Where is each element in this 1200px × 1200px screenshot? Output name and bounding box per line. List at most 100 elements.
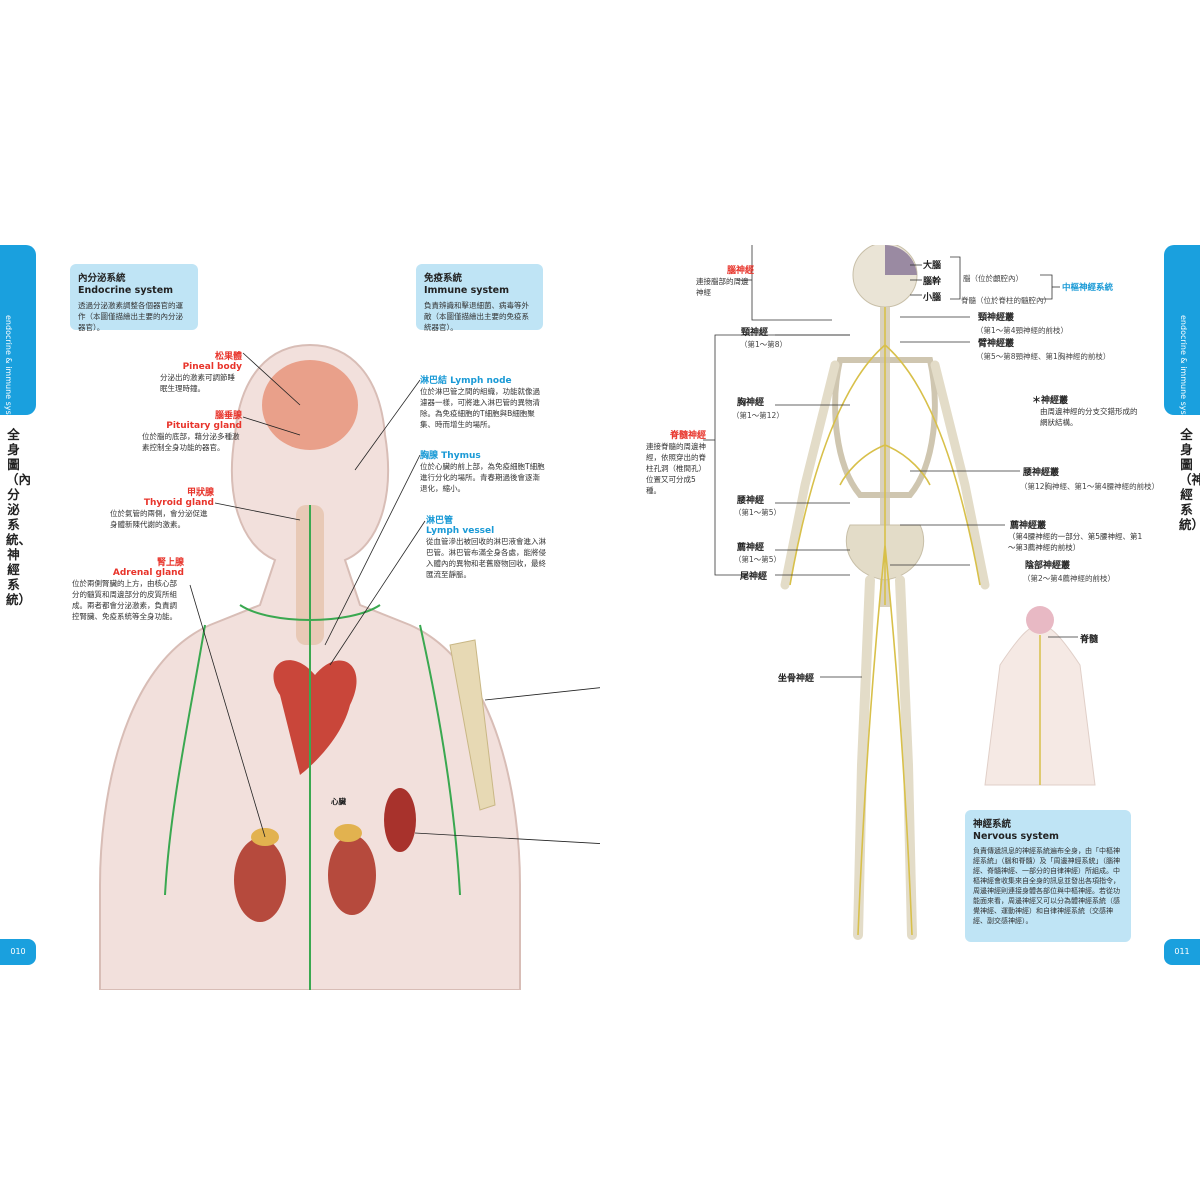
immune-system-box: 免疫系統 Immune system 負責辨識和擊退細菌、病毒等外敵（本圖僅描繪…	[416, 264, 543, 332]
immune-en: Immune system	[424, 285, 509, 296]
adrenal-desc: 位於兩側腎臟的上方，由核心部分的髓質和周邊部分的皮質所組成。兩者都會分泌激素，負…	[72, 579, 177, 621]
cervical-plexus-label: 頸神經叢	[978, 313, 1015, 323]
thymus-zh: 胸腺	[420, 451, 439, 461]
spine-shape	[880, 307, 890, 607]
sacral-nerve-label: 薦神經	[737, 543, 765, 553]
immune-zh: 免疫系統	[424, 273, 463, 284]
left-section-tab: endocrine & immune system	[0, 245, 36, 431]
lymph-vessels	[164, 505, 461, 990]
right-tab-text: endocrine & immune system	[1179, 315, 1188, 431]
pituitary-desc: 位於腦的底部，藉分泌多種激素控制全身功能的器官。	[142, 432, 240, 452]
brain-shape	[262, 360, 358, 450]
heart-shape	[273, 660, 357, 775]
lumbar-nerve-label: 腰神經	[737, 496, 765, 506]
lymph-vessel-callout: 淋巴管 Lymph vessel 從血管滲出被回收的淋巴液會進入淋巴管。淋巴管布…	[426, 513, 548, 580]
bone-marrow-text: 骨髓 Bone marrow 為骨頭內部的柔軟組織。所有的血液細胞都在這裡製造，…	[630, 675, 730, 731]
lymph-vessel-desc: 從血管滲出被回收的淋巴液會進入淋巴管。淋巴管布滿全身各處，能將侵入體內的異物和老…	[426, 537, 546, 579]
nervous-system-box: 神經系統 Nervous system 負責傳遞訊息的神經系統遍布全身，由「中樞…	[965, 810, 1131, 942]
spleen-en: Spleen	[651, 842, 686, 852]
small-figure-shape	[984, 624, 1096, 786]
left-kidney-shape	[234, 838, 286, 922]
lymph-vessel-zh: 淋巴管	[426, 516, 454, 526]
cns-label: 中樞神經系統	[1062, 283, 1114, 293]
thyroid-desc: 位於氣管的兩側，會分泌促進身體新陳代謝的激素。	[110, 509, 208, 529]
thymus-desc: 位於心臟的前上部，為免疫細胞T細胞進行分化的場所。青春期過後會逐漸退化，縮小。	[420, 462, 545, 493]
bone-marrow-zh: 骨髓	[630, 678, 649, 688]
thoracic-nerve-range: （第1～第12）	[732, 411, 784, 420]
brachial-plexus-desc: （第5～第8頸神經、第1胸神經的前枝）	[976, 352, 1111, 361]
pudendal-plexus-desc: （第2～第4薦神經的前枝）	[1023, 574, 1116, 583]
sacral-nerve-range: （第1～第5）	[734, 555, 782, 564]
heart-label: 心臟	[331, 797, 346, 806]
brain-section-shape	[885, 245, 917, 275]
thyroid-zh: 甲狀腺	[186, 488, 214, 498]
bone-marrow-desc: 為骨頭內部的柔軟組織。所有的血液細胞都在這裡製造，B細胞亦在此處進行分化。	[630, 699, 728, 730]
bone-marrow-en: Bone marrow	[630, 688, 698, 698]
plexus-note-title: ＊神經叢	[1032, 396, 1069, 406]
nervous-zh: 神經系統	[973, 819, 1012, 830]
thymus-callout: 胸腺 Thymus 位於心臟的前上部，為免疫細胞T細胞進行分化的場所。青春期過後…	[420, 448, 545, 494]
pineal-en: Pineal body	[182, 362, 242, 372]
leg-bones-shape	[853, 575, 917, 940]
spleen-callout: 脾臟 Spleen 具有清除老舊紅血球的功能。T細胞和B細胞會在此處聚集及增生，…	[630, 839, 748, 885]
pituitary-zh: 腦垂腺	[214, 411, 242, 421]
pituitary-callout: 腦垂腺 Pituitary gland 位於腦的底部，藉分泌多種激素控制全身功能…	[142, 408, 242, 453]
spleen-shape	[384, 788, 416, 852]
thoracic-nerve-label: 胸神經	[737, 398, 765, 408]
adrenal-zh: 腎上腺	[156, 558, 184, 568]
right-page-number: 011	[1164, 939, 1200, 965]
lymph-node-callout: 淋巴結 Lymph node 位於淋巴管之間的組織，功能就像過濾器一樣，可將進入…	[420, 373, 545, 430]
endocrine-desc: 透過分泌激素調整各個器官的運作（本圖僅描繪出主要的內分泌器官）。	[78, 301, 183, 332]
adrenal-en: Adrenal gland	[112, 568, 184, 578]
arm-bones-shape	[780, 360, 990, 590]
brainstem-label: 腦幹	[923, 277, 942, 287]
coccygeal-nerve-label: 尾神經	[740, 572, 768, 582]
nervous-en: Nervous system	[973, 831, 1059, 842]
brain-note: 腦（位於顱腔內）	[963, 274, 1023, 283]
plexus-note: ＊神經叢 由周邊神經的分支交錯形成的網狀結構。	[1032, 393, 1142, 428]
spinal-cord-label: 脊髓	[1080, 635, 1099, 645]
small-figure-brain	[1026, 606, 1054, 634]
thyroid-en: Thyroid gland	[143, 498, 214, 508]
pineal-callout: 松果體 Pineal body 分泌出的激素可調節睡眠生理時鐘。	[160, 349, 242, 394]
lumbar-plexus-desc: （第12胸神經、第1～第4腰神經的前枝）	[1020, 482, 1160, 491]
bone-shape	[449, 639, 496, 811]
lymph-vessel-en: Lymph vessel	[426, 526, 495, 536]
lumbar-nerve-range: （第1～第5）	[734, 508, 782, 517]
left-page-number: 010	[0, 939, 36, 965]
sciatic-nerve-label: 坐骨神經	[778, 674, 815, 684]
nerve-lines	[789, 307, 981, 936]
right-kidney-shape	[328, 835, 376, 915]
lymph-node-desc: 位於淋巴管之間的組織，功能就像過濾器一樣，可將進入淋巴管的異物清除。為免疫細胞的…	[420, 387, 540, 429]
plexus-note-desc: 由周邊神經的分支交錯形成的網狀結構。	[1040, 407, 1138, 427]
spleen-zh: 脾臟	[630, 842, 649, 852]
pelvis-shape	[845, 524, 925, 581]
left-page: endocrine & immune system 全身圖（內分泌系統、神經系統…	[0, 245, 600, 990]
spinal-cord-note: 脊髓（位於脊柱的髓腔內）	[961, 296, 1051, 305]
lymph-node-en: Lymph node	[450, 376, 512, 386]
skull-shape	[852, 245, 918, 308]
endocrine-system-box: 內分泌系統 Endocrine system 透過分泌激素調整各個器官的運作（本…	[70, 264, 198, 332]
spinal-nerve-desc: 連接脊髓的周邊神經，依照穿出的脊柱孔洞（椎間孔）位置又可分成5種。	[646, 442, 706, 495]
endocrine-en: Endocrine system	[78, 285, 174, 296]
brachial-plexus-label: 臂神經叢	[978, 339, 1015, 349]
cranial-nerve-zh: 腦神經	[726, 266, 754, 276]
spinal-nerve-zh: 脊髓神經	[669, 431, 706, 441]
nervous-desc: 負責傳遞訊息的神經系統遍布全身，由「中樞神經系統」（腦和脊髓）及「周邊神經系統」…	[973, 847, 1120, 925]
lumbar-plexus-label: 腰神經叢	[1023, 468, 1060, 478]
cranial-nerve-callout: 腦神經 連接腦部的周邊神經	[684, 263, 754, 298]
sacral-plexus-label: 薦神經叢	[1010, 521, 1047, 531]
thymus-en: Thymus	[441, 451, 481, 461]
book-spread: endocrine & immune system 全身圖（內分泌系統、神經系統…	[0, 245, 1200, 990]
lymph-node-zh: 淋巴結	[420, 376, 448, 386]
thyroid-callout: 甲狀腺 Thyroid gland 位於氣管的兩側，會分泌促進身體新陳代謝的激素…	[110, 485, 214, 530]
pineal-zh: 松果體	[214, 352, 242, 362]
right-section-tab: endocrine & immune system	[1164, 245, 1200, 431]
immune-desc: 負責辨識和擊退細菌、病毒等外敵（本圖僅描繪出主要的免疫系統器官）。	[424, 301, 529, 332]
adrenal-callout: 腎上腺 Adrenal gland 位於兩側腎臟的上方，由核心部分的髓質和周邊部…	[72, 555, 184, 622]
sacral-plexus-desc: （第4腰神經的一部分、第5腰神經、第1～第3薦神經的前枝）	[1008, 532, 1143, 552]
pituitary-en: Pituitary gland	[166, 421, 242, 431]
cerebellum-label: 小腦	[923, 293, 942, 303]
cranial-nerve-desc: 連接腦部的周邊神經	[696, 277, 749, 297]
spleen-desc: 具有清除老舊紅血球的功能。T細胞和B細胞會在此處聚集及增生，攻擊進入血管內的病原…	[630, 853, 748, 884]
